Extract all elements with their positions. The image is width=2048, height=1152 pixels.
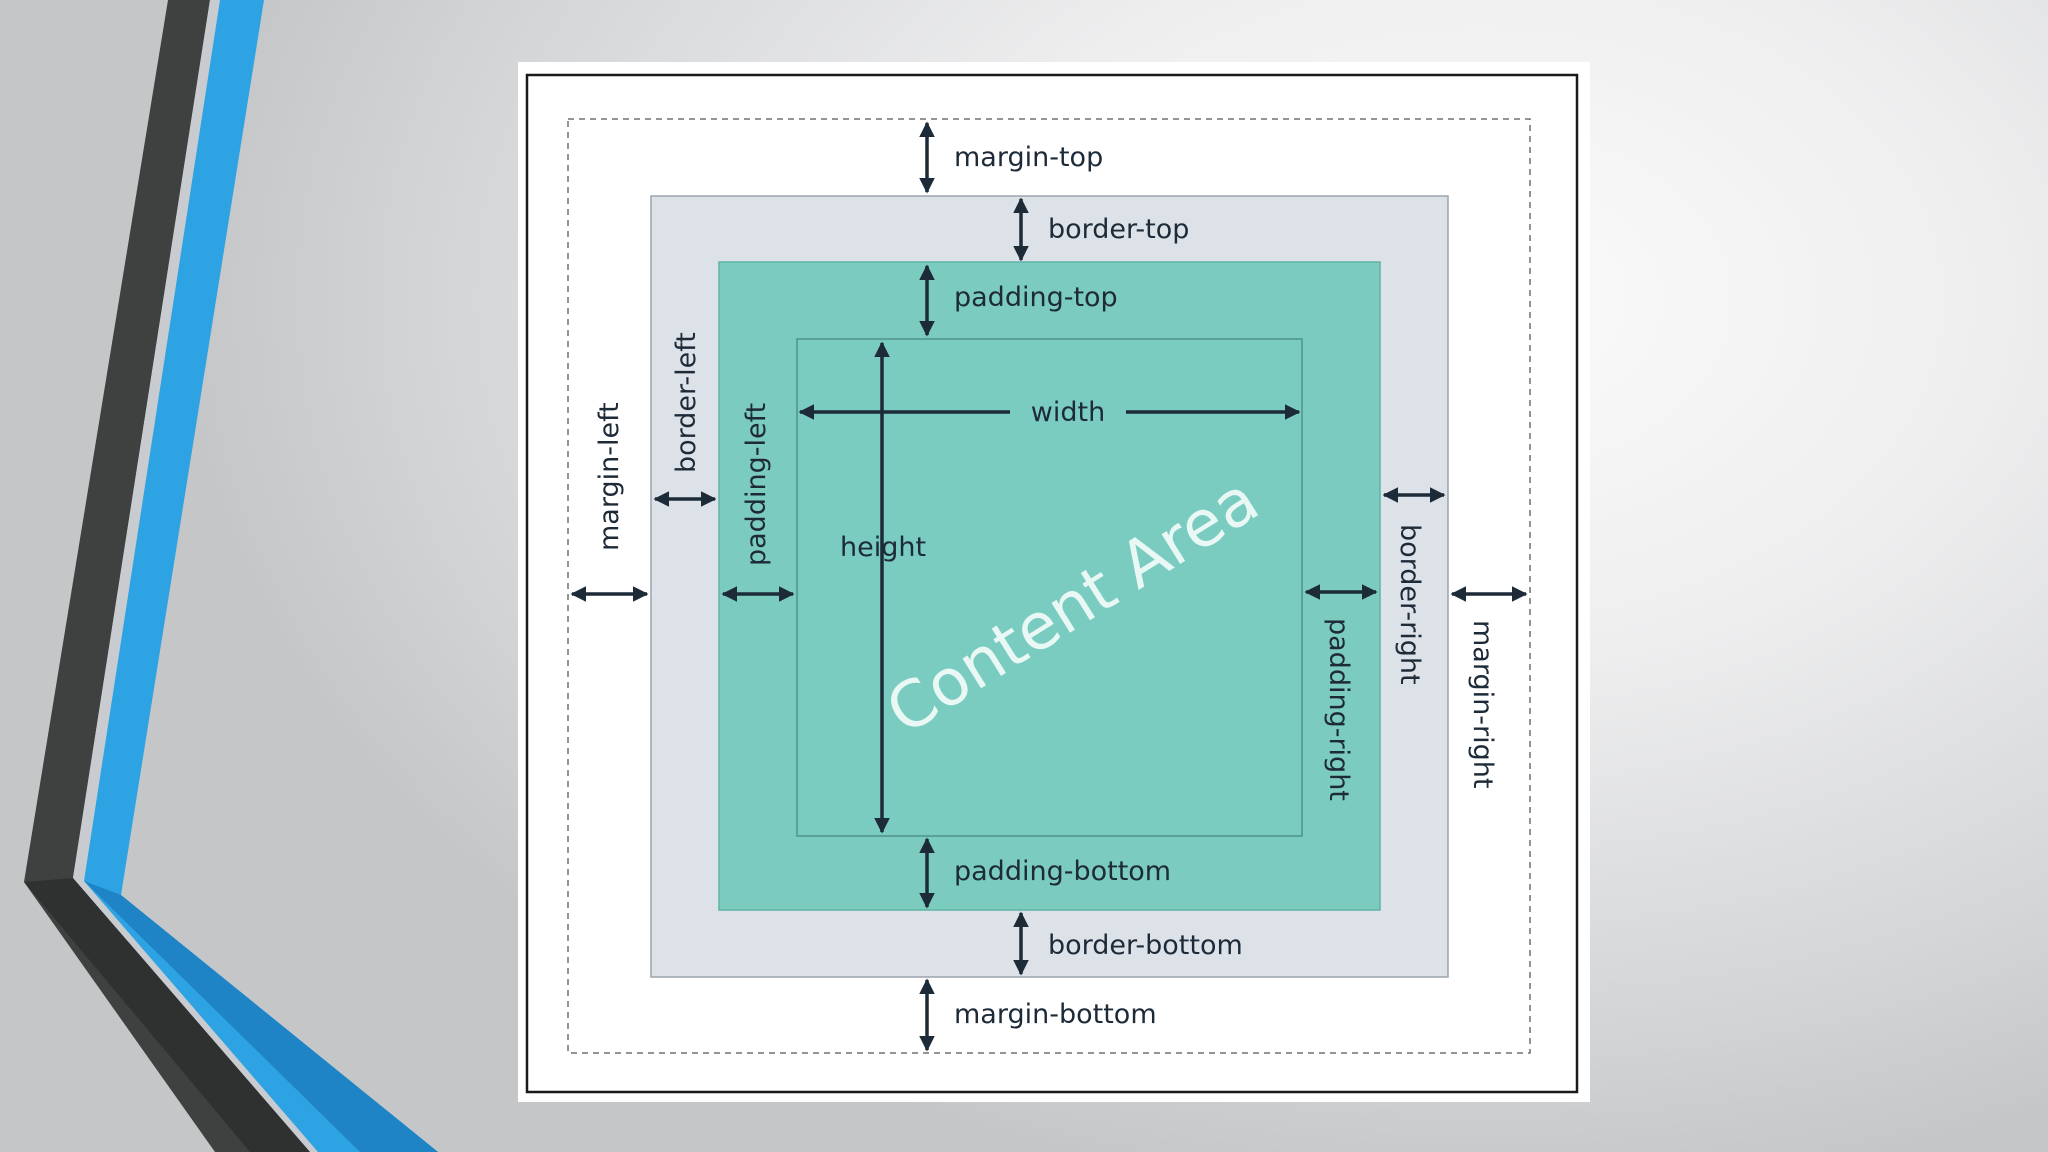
blue-stripe-shade — [84, 881, 438, 1152]
blue-stripe — [84, 0, 438, 1152]
margin-right-label: margin-right — [1467, 620, 1498, 788]
margin-top-label: margin-top — [954, 142, 1103, 173]
height-label: height — [840, 532, 926, 563]
dark-stripe — [24, 0, 310, 1152]
padding-left-label: padding-left — [741, 403, 772, 566]
box-model-figure: margin-top border-top padding-top width … — [518, 62, 1590, 1102]
silver-stripe — [73, 0, 318, 1152]
box-model-diagram: margin-top border-top padding-top width … — [525, 73, 1579, 1094]
margin-box — [567, 118, 1531, 1054]
dark-stripe-shade — [24, 878, 310, 1152]
border-left-label: border-left — [671, 332, 702, 473]
width-label: width — [1031, 397, 1105, 428]
padding-top-label: padding-top — [954, 282, 1118, 313]
border-right-label: border-right — [1394, 524, 1425, 685]
margin-left-label: margin-left — [594, 402, 625, 551]
padding-right-label: padding-right — [1323, 618, 1354, 801]
padding-bottom-label: padding-bottom — [954, 856, 1171, 887]
border-top-label: border-top — [1048, 214, 1189, 245]
margin-bottom-label: margin-bottom — [954, 999, 1157, 1030]
border-bottom-label: border-bottom — [1048, 930, 1243, 961]
